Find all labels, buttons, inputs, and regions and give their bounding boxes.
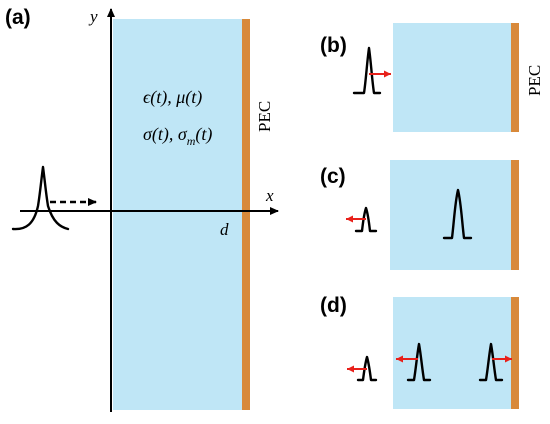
panel-c-pec-wall (511, 160, 519, 270)
panel-c-label: (c) (320, 165, 346, 188)
panel-d-pec-wall (511, 297, 519, 409)
panel-d-outside-pulse-icon (356, 355, 378, 382)
x-axis-label: x (265, 186, 274, 205)
distance-label: d (220, 220, 229, 239)
conductivity-label: σ(t), σm(t) (143, 124, 212, 148)
panel-a-pec-label: PEC (255, 101, 274, 132)
panel-b-pec-label: PEC (525, 65, 544, 96)
panel-a-medium (113, 19, 244, 410)
panel-b-pulse-icon (352, 46, 382, 95)
panel-a-label: (a) (5, 6, 31, 29)
panel-a-pec-wall (242, 19, 250, 410)
panel-c-medium-pulse-icon (442, 188, 473, 240)
panel-b-pec-wall (511, 23, 519, 132)
panel-c-medium (390, 160, 512, 270)
panel-b-label: (b) (320, 34, 347, 57)
panel-d-left-pulse-icon (406, 342, 432, 382)
y-axis-label: y (88, 7, 98, 26)
panel-b-medium (393, 23, 512, 132)
panel-c-small-pulse-icon (354, 206, 378, 233)
panel-d-label: (d) (320, 294, 347, 317)
panel-d-right-pulse-icon (478, 342, 504, 382)
permittivity-permeability-label: ϵ(t), μ(t) (143, 87, 202, 108)
incident-pulse-icon (11, 165, 70, 231)
panel-d-medium (393, 297, 512, 409)
